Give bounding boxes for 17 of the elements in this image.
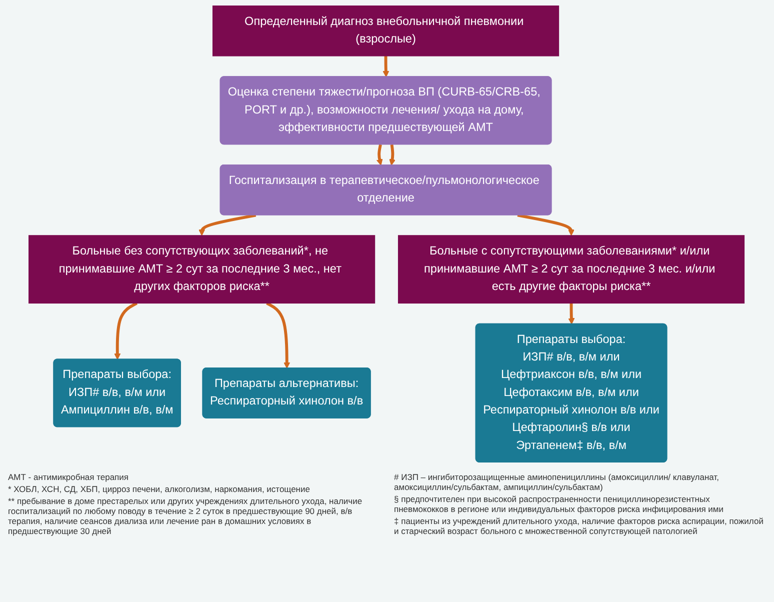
node-box: Больные с сопутствующими заболеваниями* и/или принимавшие АМТ ≥ 2 сут за последние 3 мес. и/или есть другие факторы риска** <box>398 235 746 304</box>
arrow <box>199 214 257 236</box>
arrow <box>383 56 390 78</box>
abbreviation-note: АМТ - антимикробная терапия <box>8 472 130 482</box>
arrow <box>114 302 138 360</box>
arrow <box>266 302 291 369</box>
footnote: ** пребывание в доме престарелых или других учреждениях длительного ухода, наличие госпитализаций по любому поводу в течение ≥ 2 суток в предшествующие 90 дней, в/в терапия, наличие сеансов диализа или лечение ран в домашних условиях в предшествующие 30 дней <box>8 496 364 536</box>
node-box: Больные без сопутствующих заболеваний*, не принимавшие АМТ ≥ 2 сут за последние 3 мес., нет других факторов риска** <box>28 235 376 304</box>
footnote: § предпочтителен при высокой распространенности пенициллинорезистентных пневмококков в регионе или индивидуальных факторов риска инфицирования ими <box>394 494 725 514</box>
arrow <box>518 214 575 236</box>
footnote: # ИЗП – ингибиторозащищенные аминопенициллины (амоксициллин/ клавуланат, амоксициллин/сульбактам, ампициллин/сульбактам) <box>394 472 720 492</box>
node-box: Определенный диагноз внебольничной пневмонии (взрослые) <box>212 6 560 56</box>
arrow <box>568 303 576 324</box>
arrow <box>390 144 396 166</box>
arrow <box>376 144 384 166</box>
footnote: * ХОБЛ, ХСН, СД, ХБП, цирроз печени, алкоголизм, наркомания, истощение <box>8 484 311 494</box>
footnote: ‡ пациенты из учреждений длительного ухода, наличие факторов риска аспирации, пожилой и старческий возраст больного с множественной сопутствующей патологией <box>394 516 764 536</box>
